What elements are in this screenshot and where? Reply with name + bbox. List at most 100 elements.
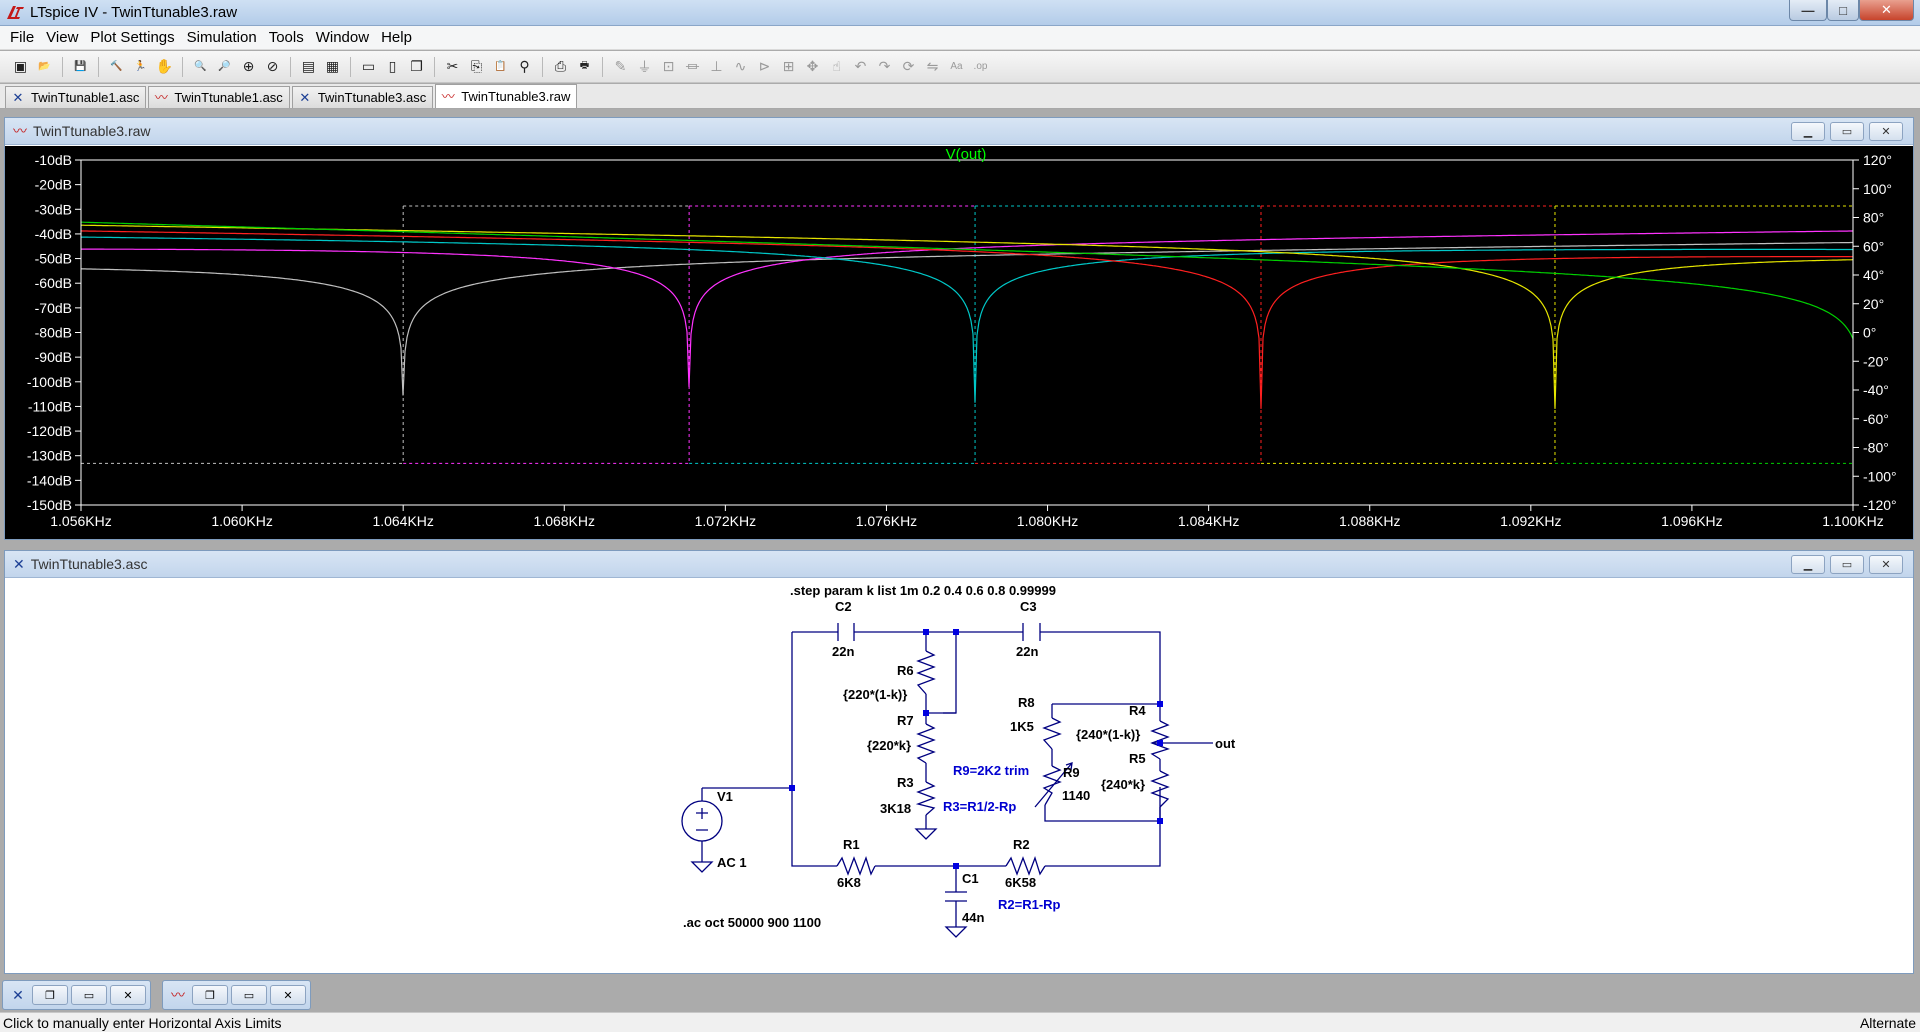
cascade-button[interactable]: ❐ [406,56,427,77]
v1-name[interactable]: V1 [717,789,733,804]
close-button[interactable]: ✕ [1859,0,1914,21]
comment-r3[interactable]: R3=R1/2-Rp [943,799,1016,814]
r5-name[interactable]: R5 [1129,751,1146,766]
tab-twinttunable3-asc[interactable]: ✕ TwinTtunable3.asc [291,86,434,108]
c1-value[interactable]: 44n [962,910,984,925]
schematic-restore-button[interactable]: ▭ [1830,555,1864,574]
undo-button[interactable]: ↶ [850,56,871,77]
r6-value[interactable]: {220*(1-k)} [843,687,907,702]
r1-name[interactable]: R1 [843,837,860,852]
tile-horizontal-button[interactable]: ▭ [358,56,379,77]
r2-value[interactable]: 6K58 [1005,875,1036,890]
control-panel-button[interactable]: 🔨 [106,56,127,77]
copy-button[interactable]: ⎘ [466,56,487,77]
r3-value[interactable]: 3K18 [880,801,911,816]
bode-plot[interactable]: -10dB-20dB-30dB-40dB-50dB-60dB-70dB-80dB… [5,146,1913,539]
redo-button[interactable]: ↷ [874,56,895,77]
c1-name[interactable]: C1 [962,871,979,886]
minimized-schematic-window[interactable]: ✕ ❐ ▭ ✕ [2,980,151,1010]
ground-button[interactable]: ⏚ [634,56,655,77]
zoom-extents-button[interactable]: ⊕ [238,56,259,77]
schematic-canvas[interactable]: .step param k list 1m 0.2 0.4 0.6 0.8 0.… [5,579,1913,974]
c3-name[interactable]: C3 [1020,599,1037,614]
r1-value[interactable]: 6K8 [837,875,861,890]
c2-name[interactable]: C2 [835,599,852,614]
menu-window[interactable]: Window [315,29,370,46]
move-button[interactable]: ✥ [802,56,823,77]
r9-name[interactable]: R9 [1063,765,1080,780]
r3-name[interactable]: R3 [897,775,914,790]
new-schematic-button[interactable]: ▣ [10,56,31,77]
r9-value[interactable]: 1140 [1062,788,1090,803]
minimized-close-button[interactable]: ✕ [270,985,306,1005]
cut-button[interactable]: ✂ [442,56,463,77]
wire-button[interactable]: ✎ [610,56,631,77]
text-button[interactable]: Aa [946,56,967,77]
pan-button[interactable]: ✋ [154,56,175,77]
schematic-close-button[interactable]: ✕ [1869,555,1903,574]
zoom-in-button[interactable]: 🔍 [190,56,211,77]
component-button[interactable]: ⊞ [778,56,799,77]
minimized-restore-button[interactable]: ❐ [32,985,68,1005]
comment-r9[interactable]: R9=2K2 trim [953,763,1029,778]
print-button[interactable]: 🖶 [574,56,595,77]
save-button[interactable]: 💾 [70,56,91,77]
tab-twinttunable1-waveform[interactable]: 〰 TwinTtunable1.asc [148,86,290,108]
find-button[interactable]: ⚲ [514,56,535,77]
r7-value[interactable]: {220*k} [867,738,911,753]
r6-name[interactable]: R6 [897,663,914,678]
window-title-bar[interactable]: LTspice IV - TwinTtunable3.raw — □ ✕ [0,0,1920,26]
autorange-button[interactable]: ▤ [298,56,319,77]
plot-area[interactable]: -10dB-20dB-30dB-40dB-50dB-60dB-70dB-80dB… [5,146,1913,539]
waveform-close-button[interactable]: ✕ [1869,122,1903,141]
grid-button[interactable]: ▦ [322,56,343,77]
comment-r2[interactable]: R2=R1-Rp [998,897,1061,912]
run-button[interactable]: 🏃 [130,56,151,77]
rotate-button[interactable]: ⟳ [898,56,919,77]
minimized-waveform-window[interactable]: 〰 ❐ ▭ ✕ [162,980,311,1010]
menu-file[interactable]: File [10,29,35,46]
menu-help[interactable]: Help [381,29,412,46]
paste-button[interactable]: 📋 [490,56,511,77]
r2-name[interactable]: R2 [1013,837,1030,852]
menu-tools[interactable]: Tools [268,29,304,46]
menu-view[interactable]: View [46,29,79,46]
trace-label-vout[interactable]: V(out) [946,146,987,163]
c2-value[interactable]: 22n [832,644,854,659]
r4-value[interactable]: {240*(1-k)} [1076,727,1140,742]
label-button[interactable]: ⊡ [658,56,679,77]
schematic-window-title-bar[interactable]: ✕ TwinTtunable3.asc ▁ ▭ ✕ [5,551,1913,578]
open-button[interactable]: 📂 [34,56,55,77]
print-preview-button[interactable]: ⎙ [550,56,571,77]
c3-value[interactable]: 22n [1016,644,1038,659]
mirror-button[interactable]: ⇋ [922,56,943,77]
resistor-button[interactable]: ⏛ [682,56,703,77]
r4-name[interactable]: R4 [1129,703,1146,718]
r8-name[interactable]: R8 [1018,695,1035,710]
minimize-button[interactable]: — [1789,0,1827,21]
spice-directive-button[interactable]: .op [970,56,991,77]
schematic-window[interactable]: ✕ TwinTtunable3.asc ▁ ▭ ✕ [4,550,1914,974]
r8-value[interactable]: 1K5 [1010,719,1034,734]
net-label-out[interactable]: out [1215,736,1236,751]
minimized-maximize-button[interactable]: ▭ [231,985,267,1005]
capacitor-button[interactable]: ⊥ [706,56,727,77]
tile-vertical-button[interactable]: ▯ [382,56,403,77]
drag-button[interactable]: ☝ [826,56,847,77]
waveform-restore-button[interactable]: ▭ [1830,122,1864,141]
r7-name[interactable]: R7 [897,713,914,728]
menu-simulation[interactable]: Simulation [186,29,257,46]
diode-button[interactable]: ⊳ [754,56,775,77]
schematic-minimize-button[interactable]: ▁ [1791,555,1825,574]
maximize-button[interactable]: □ [1827,0,1859,21]
minimized-restore-button[interactable]: ❐ [192,985,228,1005]
ac-directive[interactable]: .ac oct 50000 900 1100 [683,915,821,930]
step-directive[interactable]: .step param k list 1m 0.2 0.4 0.6 0.8 0.… [790,583,1056,598]
waveform-window[interactable]: 〰 TwinTtunable3.raw ▁ ▭ ✕ -10dB-20dB-30d… [4,117,1914,540]
zoom-cancel-button[interactable]: ⊘ [262,56,283,77]
minimized-close-button[interactable]: ✕ [110,985,146,1005]
waveform-window-title-bar[interactable]: 〰 TwinTtunable3.raw ▁ ▭ ✕ [5,118,1913,145]
r5-value[interactable]: {240*k} [1101,777,1145,792]
minimized-maximize-button[interactable]: ▭ [71,985,107,1005]
inductor-button[interactable]: ∿ [730,56,751,77]
